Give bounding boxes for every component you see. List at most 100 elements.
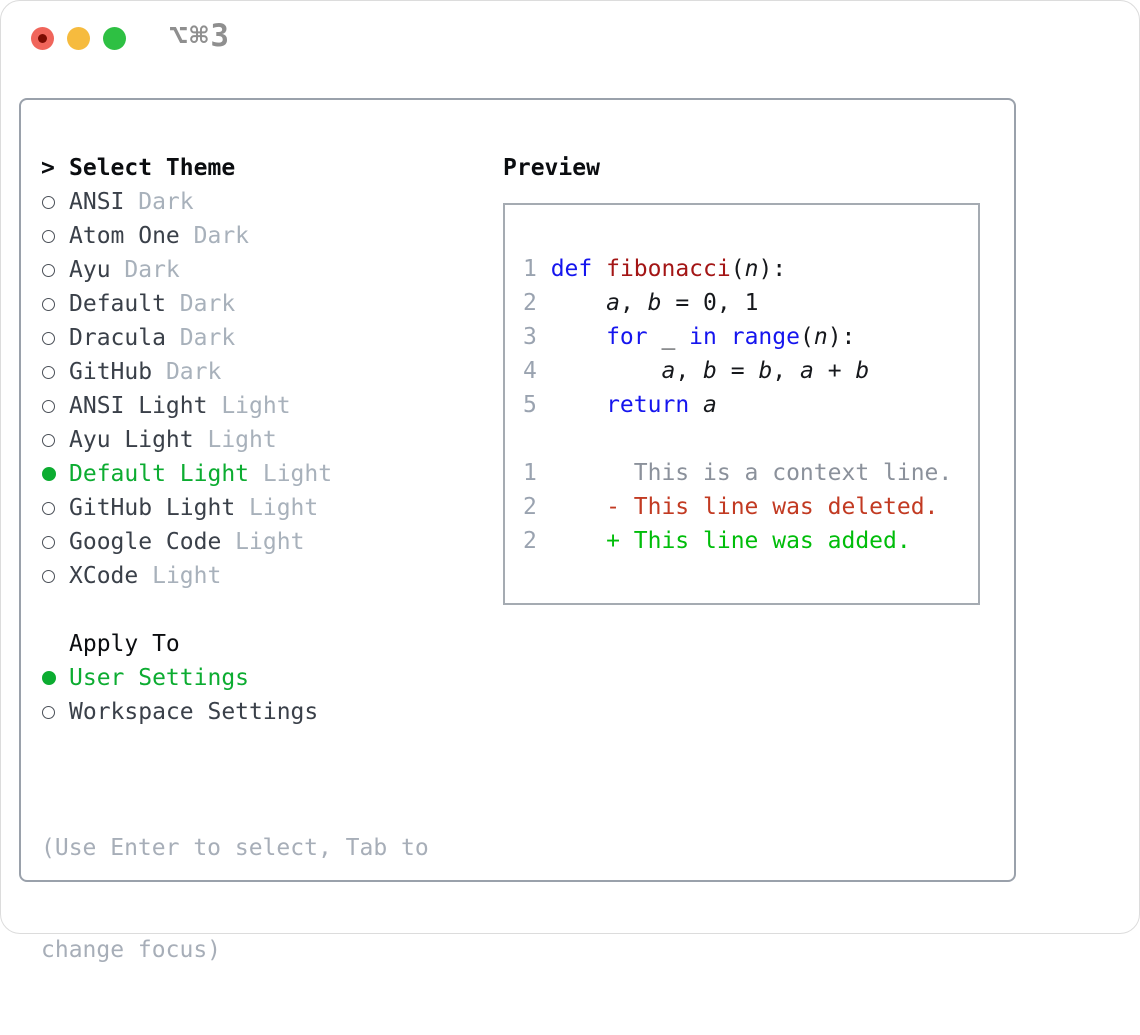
code-token: This is a context line. [550,460,953,486]
radio-selected-icon [42,671,56,685]
code-token [551,358,662,384]
preview-heading: Preview [503,155,600,181]
option-variant-label: Dark [152,359,222,385]
line-number: 3 [523,324,537,350]
line-number: 2 [523,528,537,554]
apply-to-heading-row: Apply To [41,627,429,661]
option-variant-label: Light [235,495,319,521]
radio-icon [42,263,55,277]
option-variant-label: Dark [165,325,236,351]
radio-icon [42,297,55,311]
code-token: ): [827,324,856,350]
zoom-button[interactable] [103,27,126,50]
code-line: 1 This is a context line. [523,456,972,490]
code-token [551,324,606,350]
code-token: def [550,256,593,282]
line-number: 2 [523,494,537,520]
select-theme-heading-row: > Select Theme [41,151,429,185]
option-label: Workspace Settings [69,699,319,725]
code-token: , [619,290,648,316]
radio-icon [42,705,55,719]
code-line: 1 def fibonacci(n): [523,252,972,286]
radio-icon [42,365,55,379]
unsaved-dot-icon [38,34,47,43]
option-label: GitHub Light [69,495,236,521]
code-token: = [716,358,759,384]
code-token [592,256,606,282]
minimize-button[interactable] [67,27,90,50]
code-token: _ [647,324,690,350]
option-label: Atom One [69,223,180,249]
code-token: , [675,358,704,384]
theme-option[interactable]: Dracula Dark [41,321,429,355]
theme-option[interactable]: ANSI Dark [41,185,429,219]
code-line: 3 for _ in range(n): [523,320,972,354]
line-number: 1 [523,256,537,282]
theme-option[interactable]: Atom One Dark [41,219,429,253]
code-token: fibonacci [606,256,731,282]
code-token: , [772,358,800,384]
code-token: n [744,256,759,282]
theme-option[interactable]: Default Light Light [41,457,429,491]
theme-option[interactable]: GitHub Dark [41,355,429,389]
code-token: - This line was deleted. [550,494,939,520]
line-number: 5 [523,392,537,418]
radio-icon [42,229,55,243]
option-variant-label: Light [221,529,305,555]
code-token: = 0, 1 [661,290,759,316]
theme-option[interactable]: ANSI Light Light [41,389,429,423]
option-variant-label: Light [207,393,291,419]
radio-icon [42,433,55,447]
theme-option[interactable]: XCode Light [41,559,429,593]
code-token [717,324,731,350]
option-label: XCode [69,563,139,589]
option-variant-label: Light [193,427,277,453]
code-line: 2 - This line was deleted. [523,490,972,524]
theme-option[interactable]: Google Code Light [41,525,429,559]
code-token: a [606,290,620,316]
radio-selected-icon [42,467,56,481]
option-label: User Settings [69,665,250,691]
select-theme-heading: Select Theme [69,155,236,181]
help-line-1: (Use Enter to select, Tab to [41,835,429,861]
code-token: ( [730,256,745,282]
help-line-2: change focus) [41,937,222,963]
code-token: in [689,324,717,350]
close-button[interactable] [31,27,54,50]
option-label: Ayu Light [69,427,194,453]
apply-to-option[interactable]: User Settings [41,661,429,695]
option-label: ANSI Light [69,393,208,419]
option-label: Ayu [69,257,111,283]
option-label: Dracula [69,325,166,351]
apply-to-heading: Apply To [69,631,180,657]
code-token: a [661,358,676,384]
apply-to-option[interactable]: Workspace Settings [41,695,429,729]
radio-icon [42,195,55,209]
code-token: range [730,324,800,350]
option-label: Default Light [69,461,250,487]
code-token: b [703,358,717,384]
focus-prompt-icon: > [41,155,55,181]
help-text: (Use Enter to select, Tab to change focu… [41,763,429,1035]
code-token: ): [758,256,787,282]
code-line: 2 a, b = 0, 1 [523,286,972,320]
radio-icon [42,535,55,549]
theme-option[interactable]: Ayu Dark [41,253,429,287]
theme-option[interactable]: Ayu Light Light [41,423,429,457]
code-line [523,422,972,456]
code-token: n [813,324,828,350]
code-token: + This line was added. [550,528,911,554]
code-token [551,392,606,418]
line-number: 1 [523,460,537,486]
theme-option[interactable]: GitHub Light Light [41,491,429,525]
theme-option[interactable]: Default Dark [41,287,429,321]
code-token: a [800,358,814,384]
option-label: GitHub [69,359,153,385]
option-variant-label: Dark [179,223,250,249]
